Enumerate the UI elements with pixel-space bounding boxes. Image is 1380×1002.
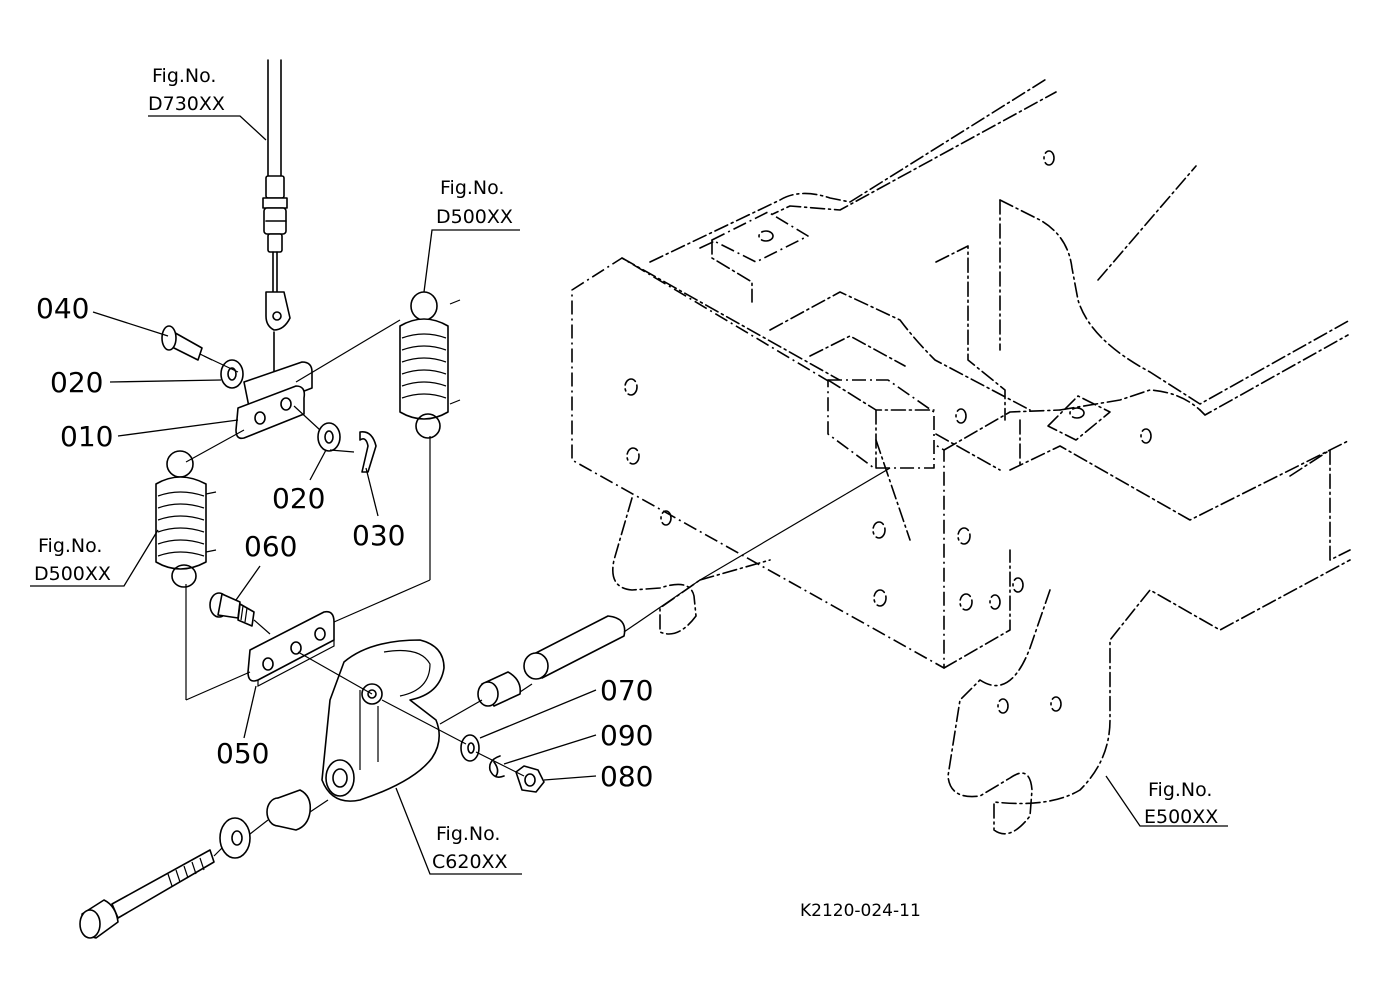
throttle-cable bbox=[262, 59, 291, 381]
washer-020-b bbox=[317, 422, 341, 452]
spring-upper bbox=[399, 291, 449, 439]
fig-ref-d500-lower: Fig.No. D500XX bbox=[34, 535, 111, 585]
part-number-labels: 040 020 010 020 030 060 050 070 090 080 bbox=[36, 292, 653, 793]
cotter-pin-030 bbox=[359, 430, 377, 473]
nut-080 bbox=[515, 765, 545, 793]
leader-lines bbox=[30, 115, 1228, 875]
link-plate-050 bbox=[247, 610, 335, 687]
part-label-010: 010 bbox=[60, 420, 113, 453]
bushing-lower bbox=[266, 789, 312, 831]
fig-ref-d730: Fig.No. D730XX bbox=[148, 65, 225, 115]
fig-ref-c620-line1: Fig.No. bbox=[436, 823, 500, 845]
part-label-020-b: 020 bbox=[272, 482, 325, 515]
fig-ref-d730-line2: D730XX bbox=[148, 93, 225, 115]
washer-070 bbox=[460, 734, 480, 762]
bolt-long bbox=[79, 849, 215, 939]
clevis-pin-040 bbox=[161, 325, 213, 361]
fig-ref-d500-upper-line2: D500XX bbox=[436, 206, 513, 228]
fig-ref-d500-lower-line2: D500XX bbox=[34, 563, 111, 585]
part-label-040: 040 bbox=[36, 292, 89, 325]
tractor-frame bbox=[571, 77, 1351, 835]
bushing-upper bbox=[477, 671, 522, 707]
assembly-lines bbox=[185, 299, 891, 857]
fig-ref-c620: Fig.No. C620XX bbox=[432, 823, 508, 873]
drawing-code: K2120-024-11 bbox=[800, 901, 921, 921]
fig-ref-e500-line1: Fig.No. bbox=[1148, 779, 1212, 801]
fig-ref-e500-line2: E500XX bbox=[1144, 806, 1218, 828]
fig-ref-d500-upper: Fig.No. D500XX bbox=[436, 177, 513, 228]
washer-large bbox=[219, 817, 251, 859]
bolt-060 bbox=[209, 592, 255, 627]
part-label-060: 060 bbox=[244, 530, 297, 563]
part-label-090: 090 bbox=[600, 719, 653, 752]
fig-ref-d500-lower-line1: Fig.No. bbox=[38, 535, 102, 557]
part-label-070: 070 bbox=[600, 674, 653, 707]
part-label-080: 080 bbox=[600, 760, 653, 793]
spacer-tube bbox=[523, 615, 626, 680]
fig-ref-d500-upper-line1: Fig.No. bbox=[440, 177, 504, 199]
part-label-050: 050 bbox=[216, 737, 269, 770]
figure-reference-labels: Fig.No. D730XX Fig.No. D500XX Fig.No. D5… bbox=[34, 65, 1218, 873]
washer-020-a bbox=[220, 359, 244, 389]
spring-washer-090 bbox=[488, 755, 505, 778]
fig-ref-c620-line2: C620XX bbox=[432, 851, 508, 873]
governor-lever bbox=[321, 639, 445, 802]
part-label-030: 030 bbox=[352, 519, 405, 552]
fig-ref-d730-line1: Fig.No. bbox=[152, 65, 216, 87]
part-label-020-a: 020 bbox=[50, 366, 103, 399]
link-plate-010 bbox=[235, 361, 313, 440]
spring-lower bbox=[155, 450, 207, 588]
fig-ref-e500: Fig.No. E500XX bbox=[1144, 779, 1218, 828]
